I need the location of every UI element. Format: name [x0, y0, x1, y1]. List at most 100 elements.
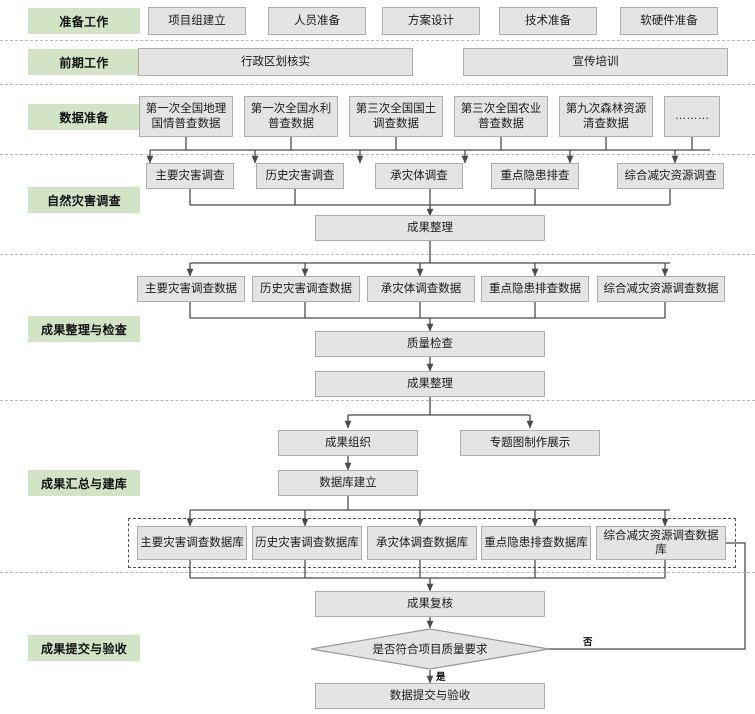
- node-label: ………: [674, 110, 710, 123]
- node-administrative-division-verification[interactable]: 行政区划核实: [138, 48, 413, 76]
- node-label: 主要灾害调查数据: [145, 282, 237, 295]
- node-result-organization-1[interactable]: 成果整理: [315, 215, 545, 241]
- node-comprehensive-mitigation-resource-survey-database[interactable]: 综合减灾资源调查数据库: [596, 526, 726, 560]
- node-label: 承灾体调查数据库: [376, 536, 468, 549]
- node-label: 数据提交与验收: [389, 689, 471, 702]
- node-label: 行政区划核实: [241, 55, 310, 68]
- node-label: 综合减灾资源调查数据库: [603, 529, 719, 556]
- stage-label-text: 成果汇总与建库: [40, 476, 128, 491]
- database-group-container: [128, 518, 736, 568]
- edge-label-yes: 是: [436, 669, 446, 683]
- node-label: 成果复核: [407, 597, 453, 610]
- stage-label-preparation: 准备工作: [28, 8, 140, 34]
- stage-label-disaster-survey: 自然灾害调查: [28, 187, 140, 213]
- node-comprehensive-mitigation-resource-survey-data[interactable]: 综合减灾资源调查数据: [597, 276, 725, 302]
- node-label: 成果整理: [407, 221, 453, 234]
- node-hardware-software-preparation[interactable]: 软硬件准备: [620, 7, 718, 35]
- node-label: 项目组建立: [168, 14, 226, 27]
- node-technical-preparation[interactable]: 技术准备: [499, 7, 597, 35]
- node-quality-decision[interactable]: 是否符合项目质量要求: [310, 628, 550, 670]
- node-result-organization-2[interactable]: 成果整理: [315, 371, 545, 397]
- node-national-geographic-census-data[interactable]: 第一次全国地理国情普查数据: [139, 96, 233, 137]
- node-key-hidden-danger-investigation-data[interactable]: 重点隐患排查数据: [481, 276, 589, 302]
- stage-label-text: 自然灾害调查: [47, 193, 121, 208]
- node-hazard-bearing-body-survey-data[interactable]: 承灾体调查数据: [367, 276, 475, 302]
- node-database-establishment[interactable]: 数据库建立: [278, 470, 418, 496]
- node-comprehensive-mitigation-resource-survey[interactable]: 综合减灾资源调查: [617, 163, 724, 189]
- node-label: 第三次全国国土调查数据: [355, 102, 437, 130]
- node-result-review[interactable]: 成果复核: [315, 591, 545, 617]
- stage-label-text: 准备工作: [59, 14, 109, 29]
- node-label: 是否符合项目质量要求: [372, 644, 488, 656]
- node-label: 人员准备: [294, 14, 340, 27]
- node-label: 第一次全国水利普查数据: [250, 102, 332, 130]
- node-major-disaster-survey[interactable]: 主要灾害调查: [146, 163, 234, 189]
- node-label: 综合减灾资源调查: [624, 169, 717, 182]
- node-label: 承灾体调查: [390, 169, 448, 182]
- edge-label-no-text: 否: [583, 637, 593, 648]
- node-result-assembly[interactable]: 成果组织: [278, 430, 418, 456]
- node-historical-disaster-survey[interactable]: 历史灾害调查: [256, 163, 344, 189]
- node-hazard-bearing-body-survey[interactable]: 承灾体调查: [375, 163, 463, 189]
- node-publicity-training[interactable]: 宣传培训: [463, 48, 728, 76]
- stage-label-text: 前期工作: [59, 55, 109, 70]
- node-label: 第三次全国农业普查数据: [460, 102, 542, 130]
- section-divider: [0, 400, 755, 401]
- node-label: 重点隐患排查数据库: [484, 536, 588, 549]
- section-divider: [0, 84, 755, 85]
- stage-label-submission-acceptance: 成果提交与验收: [28, 635, 140, 661]
- node-key-hidden-danger-investigation-database[interactable]: 重点隐患排查数据库: [481, 526, 591, 560]
- node-label: 方案设计: [408, 14, 454, 27]
- node-major-disaster-survey-database[interactable]: 主要灾害调查数据库: [137, 526, 247, 560]
- node-key-hidden-danger-investigation[interactable]: 重点隐患排查: [491, 163, 579, 189]
- node-label: 专题图制作展示: [489, 436, 571, 449]
- node-label: 第九次森林资源清查数据: [565, 102, 647, 130]
- edge-label-no: 否: [583, 634, 593, 648]
- node-national-water-census-data[interactable]: 第一次全国水利普查数据: [244, 96, 338, 137]
- node-historical-disaster-survey-data[interactable]: 历史灾害调查数据: [252, 276, 360, 302]
- stage-label-text: 成果整理与检查: [40, 322, 128, 337]
- node-label: 数据库建立: [319, 476, 377, 489]
- node-quality-check[interactable]: 质量检查: [315, 331, 545, 357]
- node-label: 历史灾害调查: [265, 169, 335, 182]
- node-national-agriculture-census-data[interactable]: 第三次全国农业普查数据: [454, 96, 548, 137]
- node-historical-disaster-survey-database[interactable]: 历史灾害调查数据库: [252, 526, 362, 560]
- stage-label-aggregation-database: 成果汇总与建库: [28, 470, 140, 496]
- node-label: 主要灾害调查数据库: [140, 536, 244, 549]
- node-label: 主要灾害调查: [155, 169, 225, 182]
- node-data-submission-acceptance[interactable]: 数据提交与验收: [315, 683, 545, 709]
- node-forest-resource-inventory-data[interactable]: 第九次森林资源清查数据: [559, 96, 653, 137]
- edge-label-yes-text: 是: [436, 672, 446, 683]
- node-hazard-bearing-body-survey-database[interactable]: 承灾体调查数据库: [367, 526, 477, 560]
- node-label: 承灾体调查数据: [380, 282, 462, 295]
- stage-label-early-work: 前期工作: [28, 49, 140, 75]
- node-scheme-design[interactable]: 方案设计: [382, 7, 480, 35]
- node-thematic-map-production-display[interactable]: 专题图制作展示: [460, 430, 600, 456]
- node-label: 质量检查: [407, 337, 453, 350]
- section-divider: [0, 154, 755, 155]
- node-major-disaster-survey-data[interactable]: 主要灾害调查数据: [137, 276, 245, 302]
- node-national-land-survey-data[interactable]: 第三次全国国土调查数据: [349, 96, 443, 137]
- node-label: 重点隐患排查数据: [489, 282, 581, 295]
- node-label: 成果整理: [407, 377, 453, 390]
- node-label: 第一次全国地理国情普查数据: [145, 102, 227, 130]
- node-project-team-setup[interactable]: 项目组建立: [148, 7, 246, 35]
- node-label: 软硬件准备: [640, 14, 698, 27]
- node-label: 综合减灾资源调查数据: [603, 282, 719, 295]
- section-divider: [0, 254, 755, 255]
- node-label: 宣传培训: [572, 55, 619, 68]
- node-label: 历史灾害调查数据库: [255, 536, 359, 549]
- diamond-shape: [310, 628, 550, 670]
- node-label: 技术准备: [525, 14, 571, 27]
- node-label: 历史灾害调查数据: [260, 282, 352, 295]
- stage-label-text: 成果提交与验收: [40, 641, 128, 656]
- section-divider: [0, 40, 755, 41]
- stage-label-text: 数据准备: [59, 110, 109, 125]
- node-personnel-preparation[interactable]: 人员准备: [268, 7, 366, 35]
- section-divider: [0, 572, 755, 573]
- node-label: 成果组织: [325, 436, 371, 449]
- node-more-data-ellipsis[interactable]: ………: [664, 96, 720, 137]
- stage-label-data-preparation: 数据准备: [28, 104, 140, 130]
